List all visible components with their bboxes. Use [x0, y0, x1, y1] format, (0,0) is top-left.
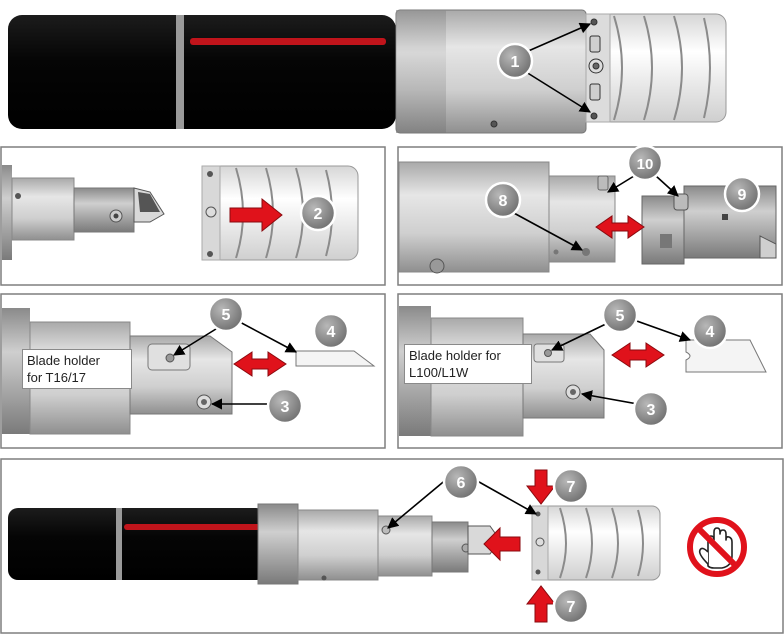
- svg-text:5: 5: [616, 308, 625, 325]
- callout-4-right: 4: [691, 312, 729, 350]
- panel-key-connection-content: [398, 161, 777, 274]
- svg-text:3: 3: [647, 402, 656, 419]
- svg-text:2: 2: [314, 206, 323, 223]
- svg-text:1: 1: [511, 54, 520, 71]
- leader-5a-right: [550, 321, 611, 351]
- red-arrow-left-insert: [483, 526, 521, 562]
- callout-3-right: 3: [632, 390, 670, 428]
- svg-text:5: 5: [222, 307, 231, 324]
- callout-2: 2: [299, 194, 337, 232]
- label-l100-line1: Blade holder for: [409, 348, 501, 363]
- handle-body: [8, 15, 396, 129]
- leader-5b-right: [633, 319, 692, 342]
- label-l100-line2: L100/L1W: [409, 365, 469, 380]
- red-arrow-double-8-9: [595, 215, 645, 239]
- svg-text:8: 8: [499, 193, 508, 210]
- callout-6: 6: [442, 463, 480, 501]
- screw-holes: [490, 18, 604, 128]
- svg-text:10: 10: [637, 156, 654, 173]
- collar-step: [396, 10, 446, 133]
- red-arrow-right: [229, 197, 283, 233]
- leader-3-right: [580, 390, 639, 405]
- handle-ring: [176, 15, 184, 129]
- svg-text:7: 7: [567, 479, 576, 496]
- leader-10a: [607, 175, 635, 193]
- callout-7-top: 7: [552, 467, 590, 505]
- svg-text:7: 7: [567, 599, 576, 616]
- callout-8: 8: [484, 181, 522, 219]
- callout-10: 10: [626, 144, 664, 182]
- leader-10b: [655, 175, 679, 197]
- callout-5-left: 5: [207, 295, 245, 333]
- panel-reassembly-content: [8, 503, 661, 585]
- no-hand-touch-icon: [687, 517, 747, 577]
- svg-text:6: 6: [457, 475, 466, 492]
- callout-5-right: 5: [601, 296, 639, 334]
- leader-1a: [525, 22, 592, 53]
- svg-text:3: 3: [281, 399, 290, 416]
- callout-1: 1: [496, 42, 534, 80]
- handle-stripe: [190, 38, 386, 45]
- leader-6b: [471, 477, 537, 515]
- svg-text:4: 4: [706, 324, 715, 341]
- callout-7-bottom: 7: [552, 587, 590, 625]
- leader-5a-left: [173, 323, 225, 356]
- callout-4-left: 4: [312, 312, 350, 350]
- callout-9: 9: [723, 175, 761, 213]
- spring-coils: [613, 15, 711, 121]
- leader-8: [511, 211, 583, 251]
- red-arrow-double-t16: [233, 351, 287, 377]
- leader-6a: [387, 477, 449, 529]
- leader-5b-left: [235, 319, 297, 353]
- red-arrow-down-top: [525, 469, 557, 505]
- callout-3-left: 3: [266, 387, 304, 425]
- label-t16-line2: for T16/17: [27, 370, 87, 385]
- top-full-tool: 1: [8, 9, 727, 134]
- label-blade-holder-l100: Blade holder for L100/L1W: [404, 344, 532, 384]
- svg-text:4: 4: [327, 324, 336, 341]
- leader-1b: [525, 71, 591, 113]
- red-arrow-up-bottom: [525, 585, 557, 623]
- svg-text:9: 9: [738, 187, 747, 204]
- red-arrow-double-l100: [611, 342, 665, 368]
- label-t16-line1: Blade holder: [27, 353, 100, 368]
- label-blade-holder-t16: Blade holder for T16/17: [22, 349, 132, 389]
